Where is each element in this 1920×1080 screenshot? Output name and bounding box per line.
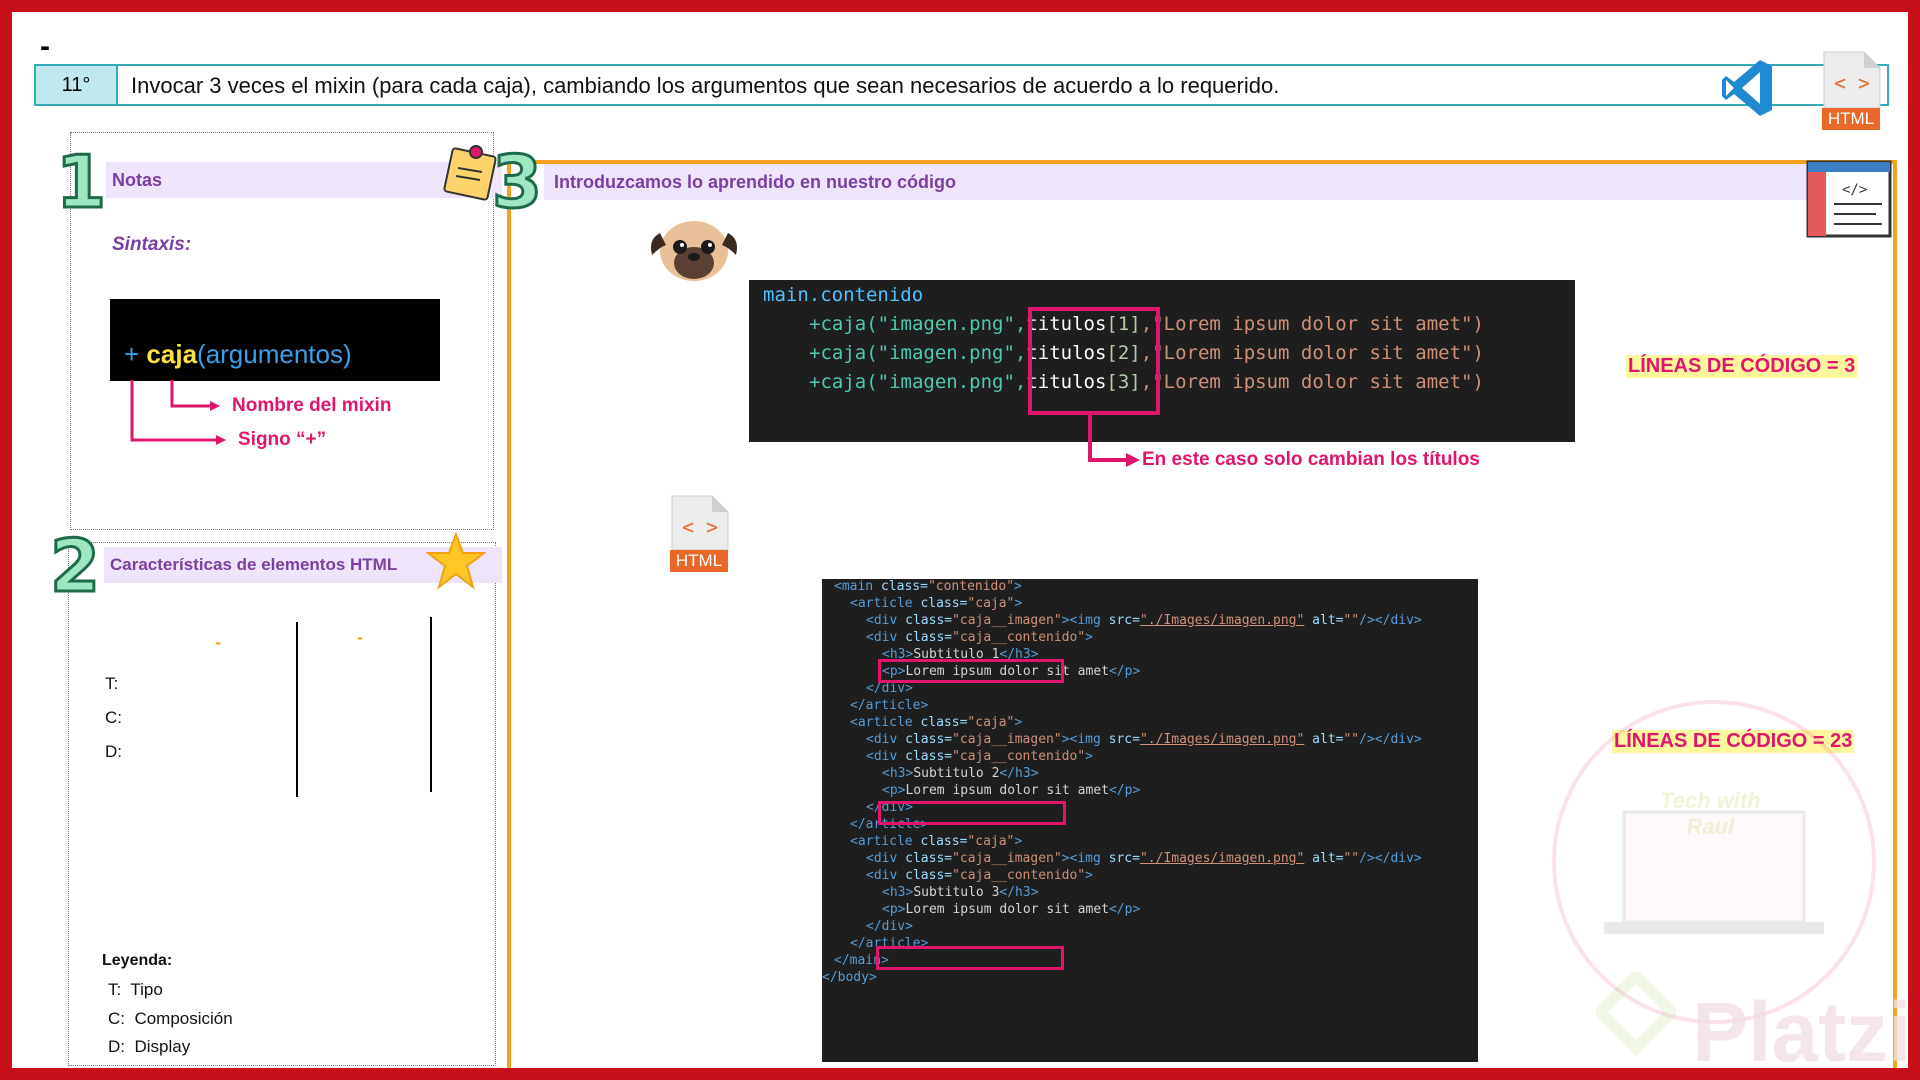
top-dash: - [40, 30, 50, 63]
vscode-icon [1722, 60, 1772, 116]
note-only-titles: En este caso solo cambian los títulos [1142, 449, 1480, 470]
code-line: <div class="caja__imagen"><img src="./Im… [866, 851, 1422, 866]
highlight-subtitle-1 [878, 659, 1064, 683]
code-line: </div> [866, 681, 913, 696]
html-badge: HTML [1822, 108, 1880, 130]
code-line: +caja("imagen.png",titulos[2],"Lorem ips… [809, 342, 1484, 364]
svg-text:< >: < > [1834, 71, 1870, 95]
lines-count-html: LÍNEAS DE CÓDIGO = 23 [1612, 730, 1855, 753]
code-panel [507, 160, 1897, 1068]
code-line: <article class="caja"> [850, 715, 1023, 730]
note-mixin-name: Nombre del mixin [232, 395, 392, 416]
html-file-icon: < > HTML [1820, 50, 1882, 138]
code-line: </article> [850, 698, 929, 713]
syntax-code-box: + caja(argumentos) [110, 299, 440, 381]
svg-text:< >: < > [682, 515, 718, 539]
code-line: <div class="caja__imagen"><img src="./Im… [866, 732, 1422, 747]
code-line: +caja("imagen.png",titulos[3],"Lorem ips… [809, 371, 1484, 393]
html-file-icon: < > HTML [668, 494, 730, 574]
row-label-d: D: [105, 742, 122, 761]
legend-item: D: Display [108, 1037, 191, 1056]
platzi-watermark-text: Platzi [1692, 985, 1912, 1079]
highlight-subtitle-3 [876, 946, 1064, 970]
scss-code-block: main.contenido +caja("imagen.png",titulo… [749, 280, 1575, 442]
column-divider-1 [296, 622, 298, 797]
syntax-label: Sintaxis: [112, 234, 192, 255]
characteristics-panel [68, 542, 496, 1066]
lines-count-scss: LÍNEAS DE CÓDIGO = 3 [1626, 355, 1858, 378]
code-section-title: Introduzcamos lo aprendido en nuestro có… [544, 164, 1808, 200]
note-sign: Signo “+” [238, 429, 327, 450]
code-line: <article class="caja"> [850, 834, 1023, 849]
svg-text:</>: </> [1842, 182, 1867, 198]
row-label-t: T: [105, 674, 119, 693]
syntax-plus: + [124, 339, 140, 369]
step-number: 11° [36, 66, 118, 104]
legend-item: T: Tipo [108, 980, 163, 999]
row-label-c: C: [105, 708, 122, 727]
pug-mascot-icon [651, 221, 737, 281]
code-line: </div> [866, 919, 913, 934]
sticky-note-icon [443, 145, 497, 201]
code-line: <div class="caja__imagen"><img src="./Im… [866, 613, 1422, 628]
code-line: <p>Lorem ipsum dolor sit amet</p> [882, 783, 1141, 798]
code-line: <p>Lorem ipsum dolor sit amet</p> [882, 902, 1141, 917]
html-code-block: <main class="contenido"> <article class=… [822, 579, 1478, 1062]
code-line: main.contenido [763, 284, 924, 306]
code-line: <p>Lorem ipsum dolor sit amet</p> [882, 664, 1141, 679]
star-icon [426, 532, 486, 590]
platzi-logo-icon [1596, 972, 1676, 1057]
titles-arrow [1088, 414, 1140, 467]
code-line: </body> [822, 970, 877, 985]
tech-with-raul-watermark [1552, 700, 1876, 1024]
legend-title: Leyenda: [102, 952, 173, 969]
code-line: <div class="caja__contenido"> [866, 749, 1093, 764]
code-line: <main class="contenido"> [834, 579, 1022, 594]
notes-title: Notas [106, 162, 502, 198]
code-line: </main> [834, 953, 889, 968]
legend-item: C: Composición [108, 1009, 233, 1028]
instruction-text: Invocar 3 veces el mixin (para cada caja… [131, 73, 1280, 98]
instruction-row: 11° Invocar 3 veces el mixin (para cada … [34, 64, 1889, 106]
highlight-subtitle-2 [878, 801, 1066, 825]
column-divider-2 [430, 617, 432, 792]
code-line: <h3>Subtitulo 2</h3> [882, 766, 1039, 781]
code-line: <div class="caja__contenido"> [866, 868, 1093, 883]
code-file-icon: </> [1806, 160, 1892, 238]
highlight-titles-box [1028, 307, 1160, 415]
syntax-mixin-name: caja [146, 339, 198, 369]
html-badge: HTML [670, 550, 728, 572]
syntax-arrows [130, 380, 226, 445]
section-number-3: 3 [490, 140, 543, 224]
code-line: +caja("imagen.png",titulos[1],"Lorem ips… [809, 313, 1484, 335]
code-line: <h3>Subtitulo 1</h3> [882, 647, 1039, 662]
col-marker-2: - [357, 627, 363, 647]
code-line: <h3>Subtitulo 3</h3> [882, 885, 1039, 900]
section-number-2: 2 [48, 524, 101, 608]
syntax-args: (argumentos) [197, 339, 352, 369]
code-line: <div class="caja__contenido"> [866, 630, 1093, 645]
code-line: <article class="caja"> [850, 596, 1023, 611]
section-number-1: 1 [54, 140, 107, 224]
notes-panel [70, 132, 494, 530]
col-marker-1: - [215, 632, 221, 652]
